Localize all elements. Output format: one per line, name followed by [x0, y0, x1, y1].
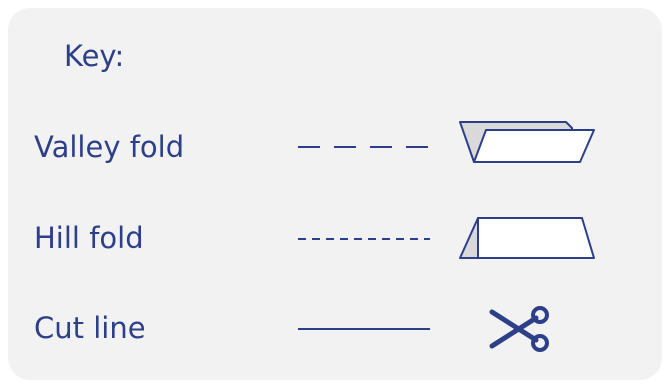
- valley-fold-label: Valley fold: [34, 130, 185, 164]
- key-title: Key:: [64, 39, 125, 73]
- hill-fold-label: Hill fold: [34, 221, 144, 255]
- valley-fold-icon: [459, 121, 595, 163]
- hill-fold-icon: [459, 217, 595, 259]
- hill-fold-line: [298, 238, 430, 240]
- scissors-icon: [489, 306, 549, 352]
- cut-line-label: Cut line: [34, 311, 146, 345]
- key-panel: Key: Valley fold Hill fold Cut line: [8, 8, 662, 380]
- valley-fold-line: [298, 146, 430, 148]
- cut-line: [298, 328, 430, 330]
